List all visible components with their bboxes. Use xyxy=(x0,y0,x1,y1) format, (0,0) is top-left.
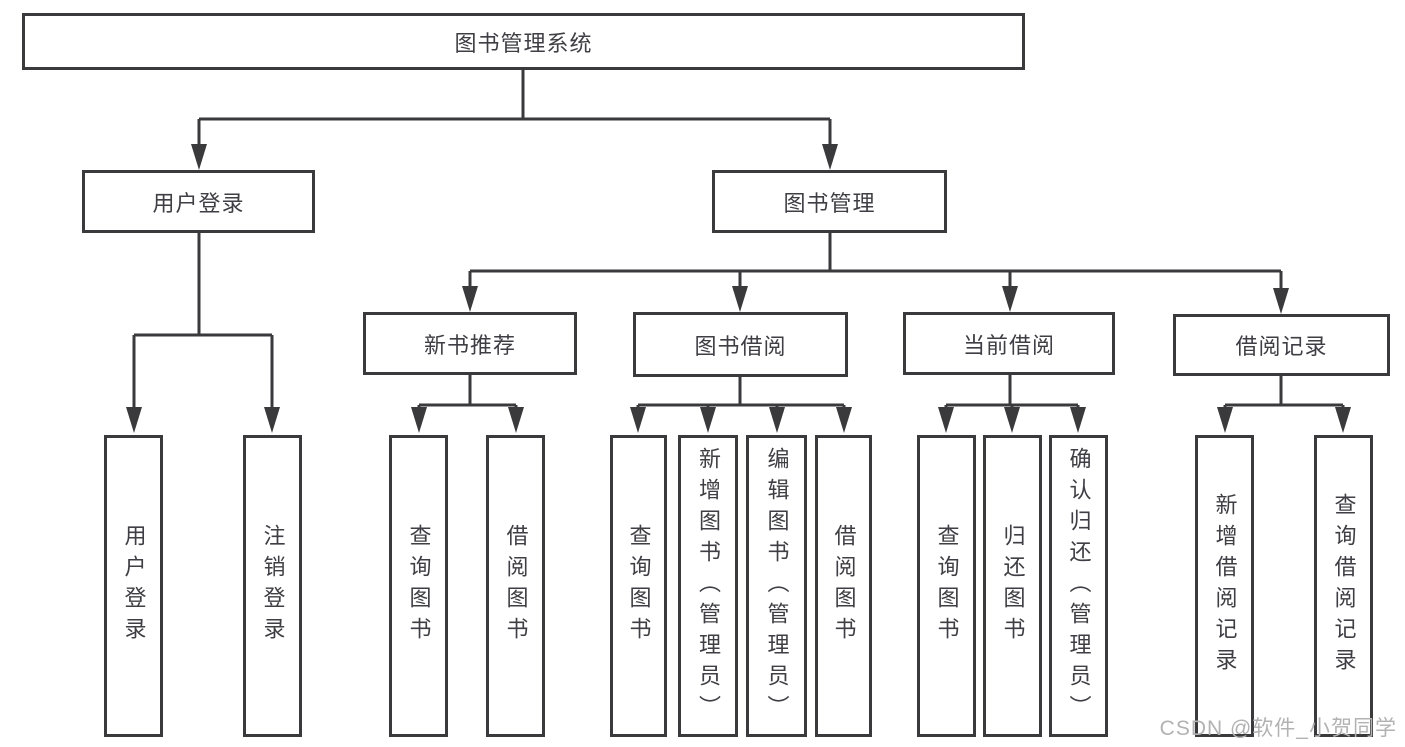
arrowheads xyxy=(126,144,1351,433)
node-label: 用户登录 xyxy=(152,190,245,216)
node-book-borrow: 图书借阅 xyxy=(633,312,848,377)
node-label: 查询图书 xyxy=(406,524,432,648)
node-root: 图书管理系统 xyxy=(22,13,1025,70)
leaf-user-login: 用户登录 xyxy=(104,435,163,737)
csdn-watermark: CSDN @软件_小贺同学 xyxy=(1159,717,1397,740)
node-borrow-record: 借阅记录 xyxy=(1173,314,1390,376)
node-label: 归还图书 xyxy=(1000,524,1026,648)
node-label: 借阅图书 xyxy=(831,524,857,648)
node-label: 查询借阅记录 xyxy=(1331,493,1357,679)
node-label: 编辑图书（管理员） xyxy=(764,446,790,726)
leaf-confirm-return-admin: 确认归还（管理员） xyxy=(1049,435,1108,737)
node-label: 图书借阅 xyxy=(694,333,787,359)
leaf-logout: 注销登录 xyxy=(243,435,302,737)
node-label: 注销登录 xyxy=(260,524,286,648)
node-label: 新书推荐 xyxy=(423,332,516,358)
leaf-query-borrow-record: 查询借阅记录 xyxy=(1314,435,1373,737)
leaf-query-books-current: 查询图书 xyxy=(917,435,976,737)
node-user-login: 用户登录 xyxy=(82,170,315,233)
node-label: 用户登录 xyxy=(121,524,147,648)
node-label: 查询图书 xyxy=(934,524,960,648)
leaf-add-book-admin: 新增图书（管理员） xyxy=(678,435,738,737)
leaf-borrow-books: 借阅图书 xyxy=(815,435,872,737)
node-label: 新增图书（管理员） xyxy=(696,446,721,726)
node-label: 图书管理 xyxy=(783,190,876,216)
node-label: 图书管理系统 xyxy=(454,30,593,56)
leaf-borrow-books-recommend: 借阅图书 xyxy=(486,435,545,737)
leaf-edit-book-admin: 编辑图书（管理员） xyxy=(746,435,807,737)
node-label: 当前借阅 xyxy=(962,332,1055,358)
node-label: 借阅记录 xyxy=(1235,334,1328,359)
node-label: 确认归还（管理员） xyxy=(1066,446,1092,726)
node-label: 借阅图书 xyxy=(503,524,529,648)
node-new-book-recommend: 新书推荐 xyxy=(363,312,577,375)
node-label: 查询图书 xyxy=(626,524,652,648)
node-book-management: 图书管理 xyxy=(712,170,947,233)
leaf-return-books: 归还图书 xyxy=(983,435,1042,737)
node-current-borrow: 当前借阅 xyxy=(903,312,1115,375)
leaf-add-borrow-record: 新增借阅记录 xyxy=(1195,435,1254,737)
leaf-query-books-borrow: 查询图书 xyxy=(610,435,667,737)
node-label: 新增借阅记录 xyxy=(1212,493,1238,679)
leaf-query-books-recommend: 查询图书 xyxy=(389,435,448,737)
